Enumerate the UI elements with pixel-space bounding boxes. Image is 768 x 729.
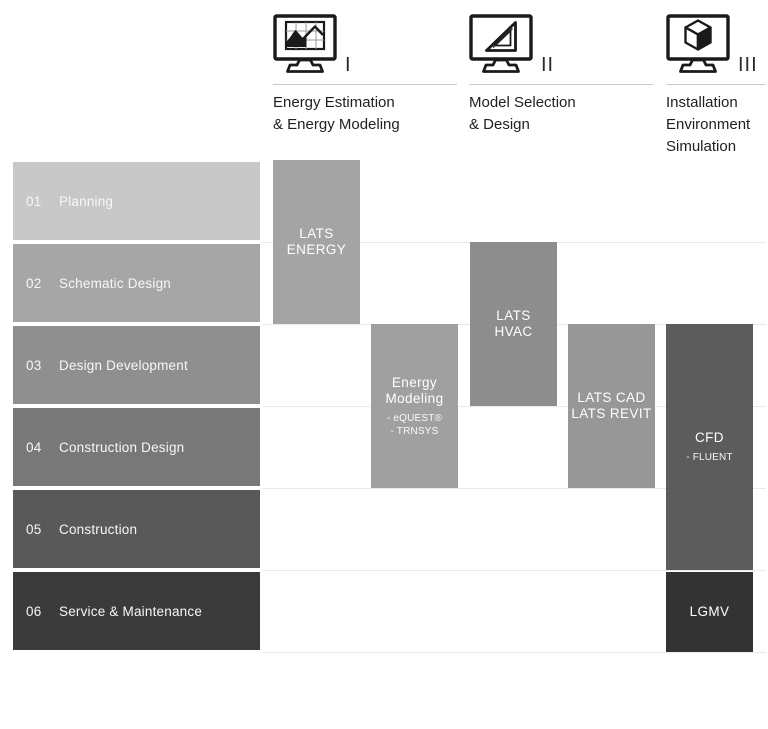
phase-label: Schematic Design xyxy=(59,275,171,291)
phase-row-construction: 05 Construction xyxy=(13,490,260,568)
column-numeral: II xyxy=(541,54,555,76)
column-numeral: I xyxy=(345,54,352,76)
header-underline xyxy=(666,84,766,85)
phase-label: Construction xyxy=(59,521,138,537)
tool-block-cfd: CFD - FLUENT xyxy=(666,324,753,570)
phase-number: 01 xyxy=(26,193,42,209)
phase-number: 04 xyxy=(26,439,42,455)
column-numeral: III xyxy=(738,54,758,76)
tool-name: LATS ENERGY xyxy=(286,226,347,257)
tool-block-lats-energy: LATS ENERGY xyxy=(273,160,360,324)
header-column-energy-estimation: I Energy Estimation & Energy Modeling xyxy=(273,14,457,164)
header-column-installation-simulation: III Installation Environment Simulation xyxy=(666,14,766,164)
row-gridline xyxy=(262,488,766,489)
phase-number: 05 xyxy=(26,521,42,537)
phase-number: 06 xyxy=(26,603,42,619)
tool-name: LATS CAD LATS REVIT xyxy=(571,390,652,421)
phase-label: Design Development xyxy=(59,357,188,373)
cube-monitor-icon xyxy=(666,14,730,74)
tool-block-lgmv: LGMV xyxy=(666,572,753,652)
set-square-monitor-icon xyxy=(469,14,533,74)
phase-row-design-development: 03 Design Development xyxy=(13,326,260,404)
tool-block-energy-modeling: Energy Modeling - eQUEST® - TRNSYS xyxy=(371,324,458,488)
phase-number: 02 xyxy=(26,275,42,291)
column-title: Model Selection & Design xyxy=(469,94,576,133)
column-title: Installation Environment Simulation xyxy=(666,94,751,155)
header-column-model-selection: II Model Selection & Design xyxy=(469,14,653,164)
phase-row-schematic-design: 02 Schematic Design xyxy=(13,244,260,322)
header-underline xyxy=(469,84,653,85)
phase-label: Service & Maintenance xyxy=(59,603,203,619)
tool-name: LATS HVAC xyxy=(494,308,533,339)
row-gridline xyxy=(262,406,766,407)
phase-number: 03 xyxy=(26,357,42,373)
phase-label: Construction Design xyxy=(59,439,185,455)
tool-name: LGMV xyxy=(689,604,730,619)
tool-block-lats-hvac: LATS HVAC xyxy=(470,242,557,406)
tool-name: CFD xyxy=(695,430,724,445)
phase-row-planning: 01 Planning xyxy=(13,162,260,240)
header-underline xyxy=(273,84,457,85)
row-gridline xyxy=(262,652,766,653)
row-gridline xyxy=(262,570,766,571)
column-title: Energy Estimation & Energy Modeling xyxy=(273,94,400,133)
tool-name: Energy Modeling xyxy=(385,374,444,406)
tool-subtools: - FLUENT xyxy=(686,452,733,463)
phase-row-service-maintenance: 06 Service & Maintenance xyxy=(13,572,260,650)
line-chart-monitor-icon xyxy=(273,14,337,74)
phase-label: Planning xyxy=(59,193,114,209)
phase-row-construction-design: 04 Construction Design xyxy=(13,408,260,486)
tool-subtools: - eQUEST® - TRNSYS xyxy=(386,412,443,437)
tool-block-lats-cad-revit: LATS CAD LATS REVIT xyxy=(568,324,655,488)
